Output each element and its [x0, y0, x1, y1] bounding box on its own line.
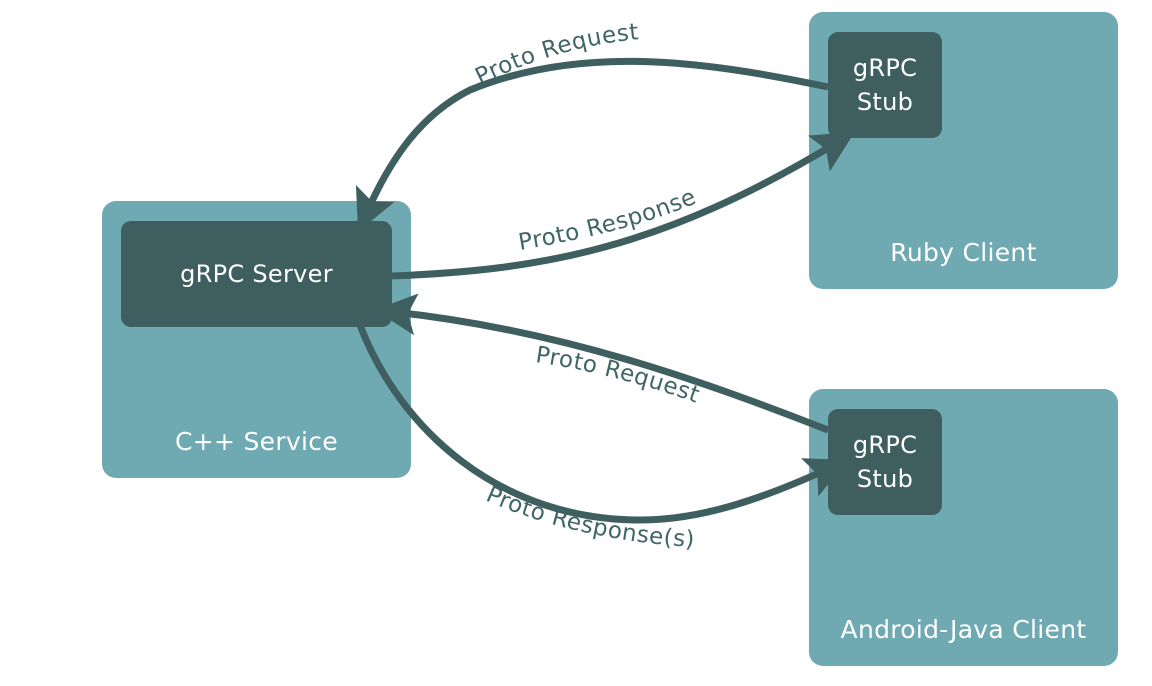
grpc-server-box: gRPC Server [121, 221, 392, 327]
label-ruby-request: Proto Request [471, 19, 640, 90]
ruby-stub-label-line2: Stub [856, 88, 914, 116]
ruby-client-label: Ruby Client [890, 238, 1037, 267]
ruby-stub-label-line1: gRPC [852, 54, 918, 82]
android-grpc-stub-box: gRPC Stub [828, 409, 942, 515]
ruby-grpc-stub-box: gRPC Stub [828, 32, 942, 138]
arrow-ruby-request [366, 61, 828, 214]
android-stub-label-line1: gRPC [852, 431, 918, 459]
android-client-box: gRPC Stub Android-Java Client [809, 389, 1118, 666]
grpc-server-label: gRPC Server [180, 260, 333, 288]
ruby-client-box: gRPC Stub Ruby Client [809, 12, 1118, 289]
arrow-ruby-response [392, 142, 838, 276]
label-android-request: Proto Request [534, 342, 703, 408]
android-client-label: Android-Java Client [840, 615, 1087, 644]
android-stub-label-line2: Stub [856, 465, 914, 493]
cpp-service-label: C++ Service [175, 427, 338, 456]
cpp-service-box: gRPC Server C++ Service [102, 201, 411, 478]
